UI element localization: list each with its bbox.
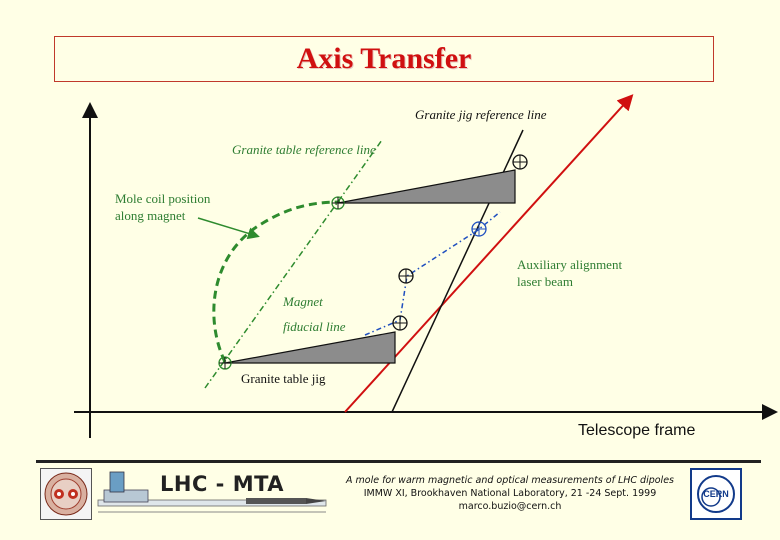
telescope-red-line [344, 94, 634, 413]
label-fiducial-line: fiducial line [283, 319, 346, 334]
cern-logo-text: CERN [703, 489, 729, 499]
target-symbol-upper-right [512, 154, 528, 170]
title-box: Axis Transfer [54, 36, 714, 82]
target-symbol-lower-left [218, 356, 232, 370]
label-auxiliary-alignment-line1: Auxiliary alignment [517, 257, 622, 272]
target-symbol-laser-upper [471, 221, 487, 237]
footer-divider [36, 460, 761, 463]
lhc-mta-banner: LHC - MTA [96, 466, 328, 518]
footer-line-2: IMMW XI, Brookhaven National Laboratory,… [363, 488, 657, 499]
footer-citation: A mole for warm magnetic and optical mea… [330, 474, 690, 513]
label-mole-coil-line2: along magnet [115, 208, 186, 223]
lhc-mta-label: LHC - MTA [160, 472, 285, 496]
target-symbol-upper-left [331, 196, 345, 210]
label-granite-jig-reference-line: Granite jig reference line [415, 107, 547, 122]
label-magnet: Magnet [282, 294, 323, 309]
page-title: Axis Transfer [296, 42, 472, 75]
lhc-logo [40, 468, 92, 520]
granite-table-reference-line [204, 139, 383, 389]
granite-table-jig-lower [224, 331, 396, 364]
footer-line-3: marco.buzio@cern.ch [458, 501, 562, 512]
cern-logo-icon: CERN [697, 475, 735, 513]
label-granite-table-jig: Granite table jig [241, 371, 326, 386]
mole-device-icon [97, 471, 327, 513]
lhc-dipole-cross-section-icon [44, 472, 88, 516]
mole-coil-curve [212, 200, 341, 363]
granite-jig-upper [337, 169, 516, 204]
footer-line-1: A mole for warm magnetic and optical mea… [346, 475, 674, 486]
auxiliary-laser-beam [364, 211, 501, 336]
label-auxiliary-alignment-line2: laser beam [517, 274, 573, 289]
label-granite-table-reference-line: Granite table reference line [232, 142, 376, 157]
label-mole-coil-line1: Mole coil position [115, 191, 211, 206]
mole-coil-pointer [197, 217, 260, 240]
cern-logo: CERN [690, 468, 742, 520]
label-telescope-frame: Telescope frame [578, 422, 695, 439]
target-symbol-fiducial-upper [398, 268, 414, 284]
target-symbol-fiducial-lower [392, 315, 408, 331]
